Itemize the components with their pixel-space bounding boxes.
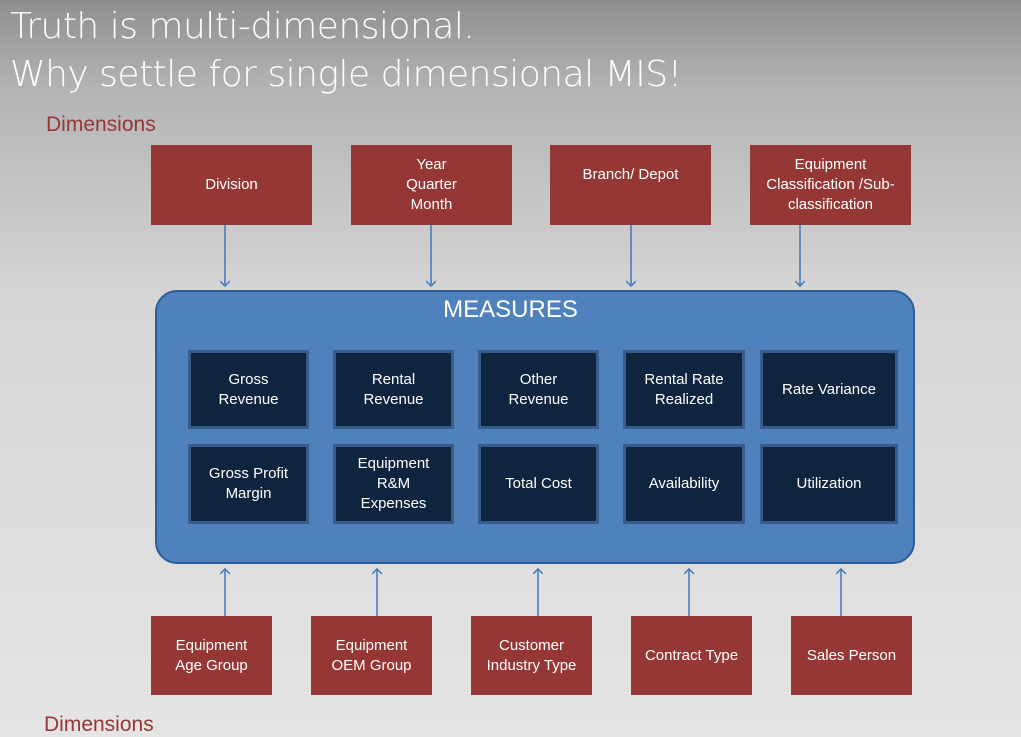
measure-rate-variance: Rate Variance bbox=[760, 350, 898, 429]
dimensions-label-top: Dimensions bbox=[46, 113, 156, 136]
measure-rental-revenue: Rental Revenue bbox=[333, 350, 454, 429]
measure-utilization: Utilization bbox=[760, 444, 898, 524]
dimensions-label-bottom: Dimensions bbox=[44, 713, 154, 736]
measure-gross-profit-margin: Gross Profit Margin bbox=[188, 444, 309, 524]
dimension-box-equipment-oem-group: Equipment OEM Group bbox=[311, 616, 432, 695]
measure-availability: Availability bbox=[623, 444, 745, 524]
dimension-box-contract-type: Contract Type bbox=[631, 616, 752, 695]
slide-title-line-1: Truth is multi-dimensional. bbox=[10, 6, 475, 47]
dimension-box-division: Division bbox=[151, 145, 312, 225]
measure-equipment-rm-expenses: Equipment R&M Expenses bbox=[333, 444, 454, 524]
measures-title: MEASURES bbox=[443, 296, 578, 323]
measure-total-cost: Total Cost bbox=[478, 444, 599, 524]
measure-rental-rate-realized: Rental Rate Realized bbox=[623, 350, 745, 429]
dimension-box-time: Year Quarter Month bbox=[351, 145, 512, 225]
dimension-box-equipment-classification: Equipment Classification /Sub- classific… bbox=[750, 145, 911, 225]
dimension-box-customer-industry-type: Customer Industry Type bbox=[471, 616, 592, 695]
slide-title-line-2: Why settle for single dimensional MIS! bbox=[10, 54, 682, 95]
measure-other-revenue: Other Revenue bbox=[478, 350, 599, 429]
measure-gross-revenue: Gross Revenue bbox=[188, 350, 309, 429]
dimension-box-branch-depot: Branch/ Depot bbox=[550, 145, 711, 225]
dimension-box-sales-person: Sales Person bbox=[791, 616, 912, 695]
dimension-box-equipment-age-group: Equipment Age Group bbox=[151, 616, 272, 695]
